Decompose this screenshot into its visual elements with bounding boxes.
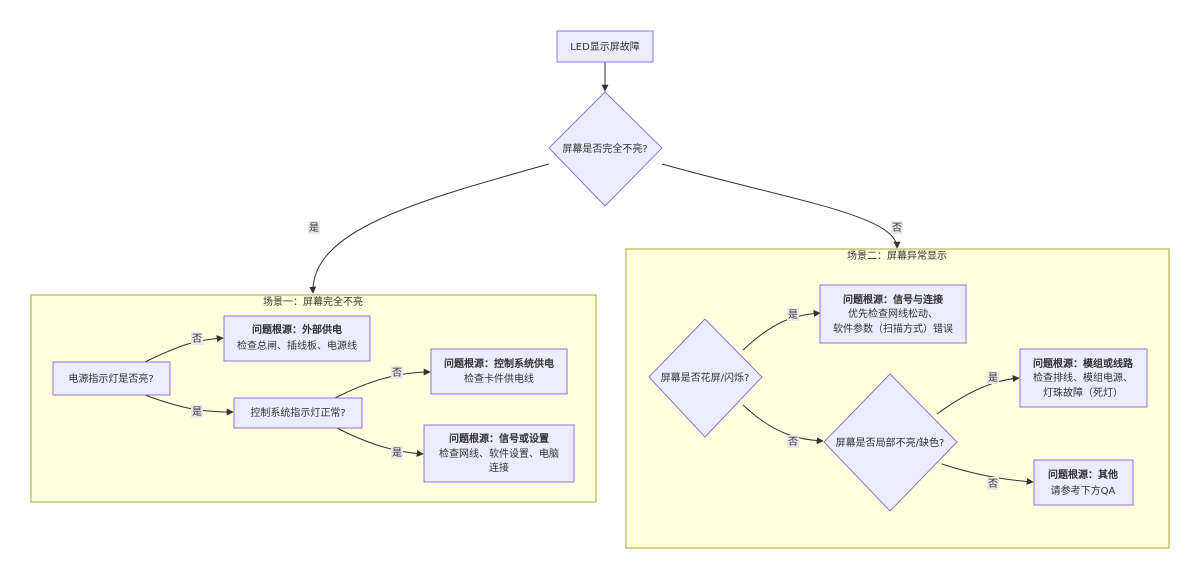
result-signal-connection: 问题根源：信号与连接 优先检查网线松动、 软件参数（扫描方式）错误 (819, 284, 967, 344)
decision-screen-dark: 屏幕是否完全不亮? (548, 91, 663, 207)
result-signal-settings-line2: 连接 (489, 461, 509, 474)
edge-control-no (334, 368, 431, 399)
edge-partial-yes (936, 375, 1020, 415)
edge-label-top-yes: 是 (309, 222, 319, 234)
result-signal-settings-title: 问题根源：信号或设置 (449, 432, 549, 445)
result-control-power-line1: 检查卡件供电线 (464, 372, 534, 385)
result-external-power-title: 问题根源：外部供电 (252, 323, 342, 336)
edge-control-yes (334, 426, 424, 458)
result-external-power-line1: 检查总闸、插线板、电源线 (237, 339, 357, 352)
result-module-circuit-line1: 检查排线、模组电源、 (1033, 371, 1133, 384)
result-control-power-title: 问题根源：控制系统供电 (444, 357, 554, 370)
result-other-title: 问题根源：其他 (1048, 468, 1118, 481)
edge-flicker-yes (742, 310, 821, 351)
result-signal-settings-line1: 检查网线、软件设置、电脑 (439, 447, 559, 460)
start-node-label: LED显示屏故障 (570, 40, 640, 53)
decision-screen-dark-label: 屏幕是否完全不亮? (562, 142, 647, 155)
cluster-scenario1-title: 场景一：屏幕完全不亮 (263, 295, 363, 308)
edge-label-partial-yes: 是 (988, 372, 998, 384)
decision-partial-label: 屏幕是否局部不亮/缺色? (836, 436, 945, 449)
edge-flicker-no (742, 404, 824, 445)
decision-flicker-label: 屏幕是否花屏/闪烁? (661, 371, 750, 384)
edge-label-flicker-yes: 是 (788, 309, 798, 321)
edge-label-top-no: 否 (892, 222, 902, 234)
edge-label-flicker-no: 否 (788, 436, 798, 448)
edge-power-no (144, 334, 224, 363)
result-other: 问题根源：其他 请参考下方QA (1033, 459, 1134, 506)
edge-label-control-yes: 是 (392, 447, 402, 459)
result-signal-connection-title: 问题根源：信号与连接 (843, 293, 943, 306)
edge-screen-dark-yes (309, 163, 550, 294)
result-other-line1: 请参考下方QA (1051, 484, 1116, 497)
result-external-power: 问题根源：外部供电 检查总闸、插线板、电源线 (223, 315, 371, 362)
edge-label-power-yes: 是 (192, 406, 202, 418)
decision-power-light-label: 电源指示灯是否亮? (68, 372, 153, 385)
result-module-circuit: 问题根源：模组或线路 检查排线、模组电源、 灯珠故障（死灯） (1019, 348, 1148, 408)
result-module-circuit-line2: 灯珠故障（死灯） (1043, 386, 1123, 399)
decision-control-light-label: 控制系统指示灯正常? (250, 406, 345, 419)
edge-labels: 是 否 否 是 否 是 是 否 是 否 (191, 221, 999, 490)
decision-power-light: 电源指示灯是否亮? (52, 361, 171, 396)
decision-control-light: 控制系统指示灯正常? (233, 397, 363, 429)
result-module-circuit-title: 问题根源：模组或线路 (1033, 357, 1134, 370)
edge-partial-no (941, 463, 1034, 486)
start-node: LED显示屏故障 (556, 30, 654, 63)
result-signal-settings: 问题根源：信号或设置 检查网线、软件设置、电脑 连接 (423, 424, 575, 483)
edge-label-power-no: 否 (192, 333, 202, 345)
result-control-power: 问题根源：控制系统供电 检查卡件供电线 (430, 348, 568, 395)
result-signal-connection-line2: 软件参数（扫描方式）错误 (833, 322, 953, 335)
edge-label-control-no: 否 (392, 367, 402, 379)
edge-screen-dark-no (661, 163, 901, 249)
decision-flicker: 屏幕是否花屏/闪烁? (648, 318, 763, 438)
decision-partial: 屏幕是否局部不亮/缺色? (823, 373, 958, 512)
edge-label-partial-no: 否 (988, 478, 998, 490)
result-signal-connection-line1: 优先检查网线松动、 (848, 307, 938, 320)
cluster-scenario2-title: 场景二：屏幕异常显示 (847, 249, 947, 262)
